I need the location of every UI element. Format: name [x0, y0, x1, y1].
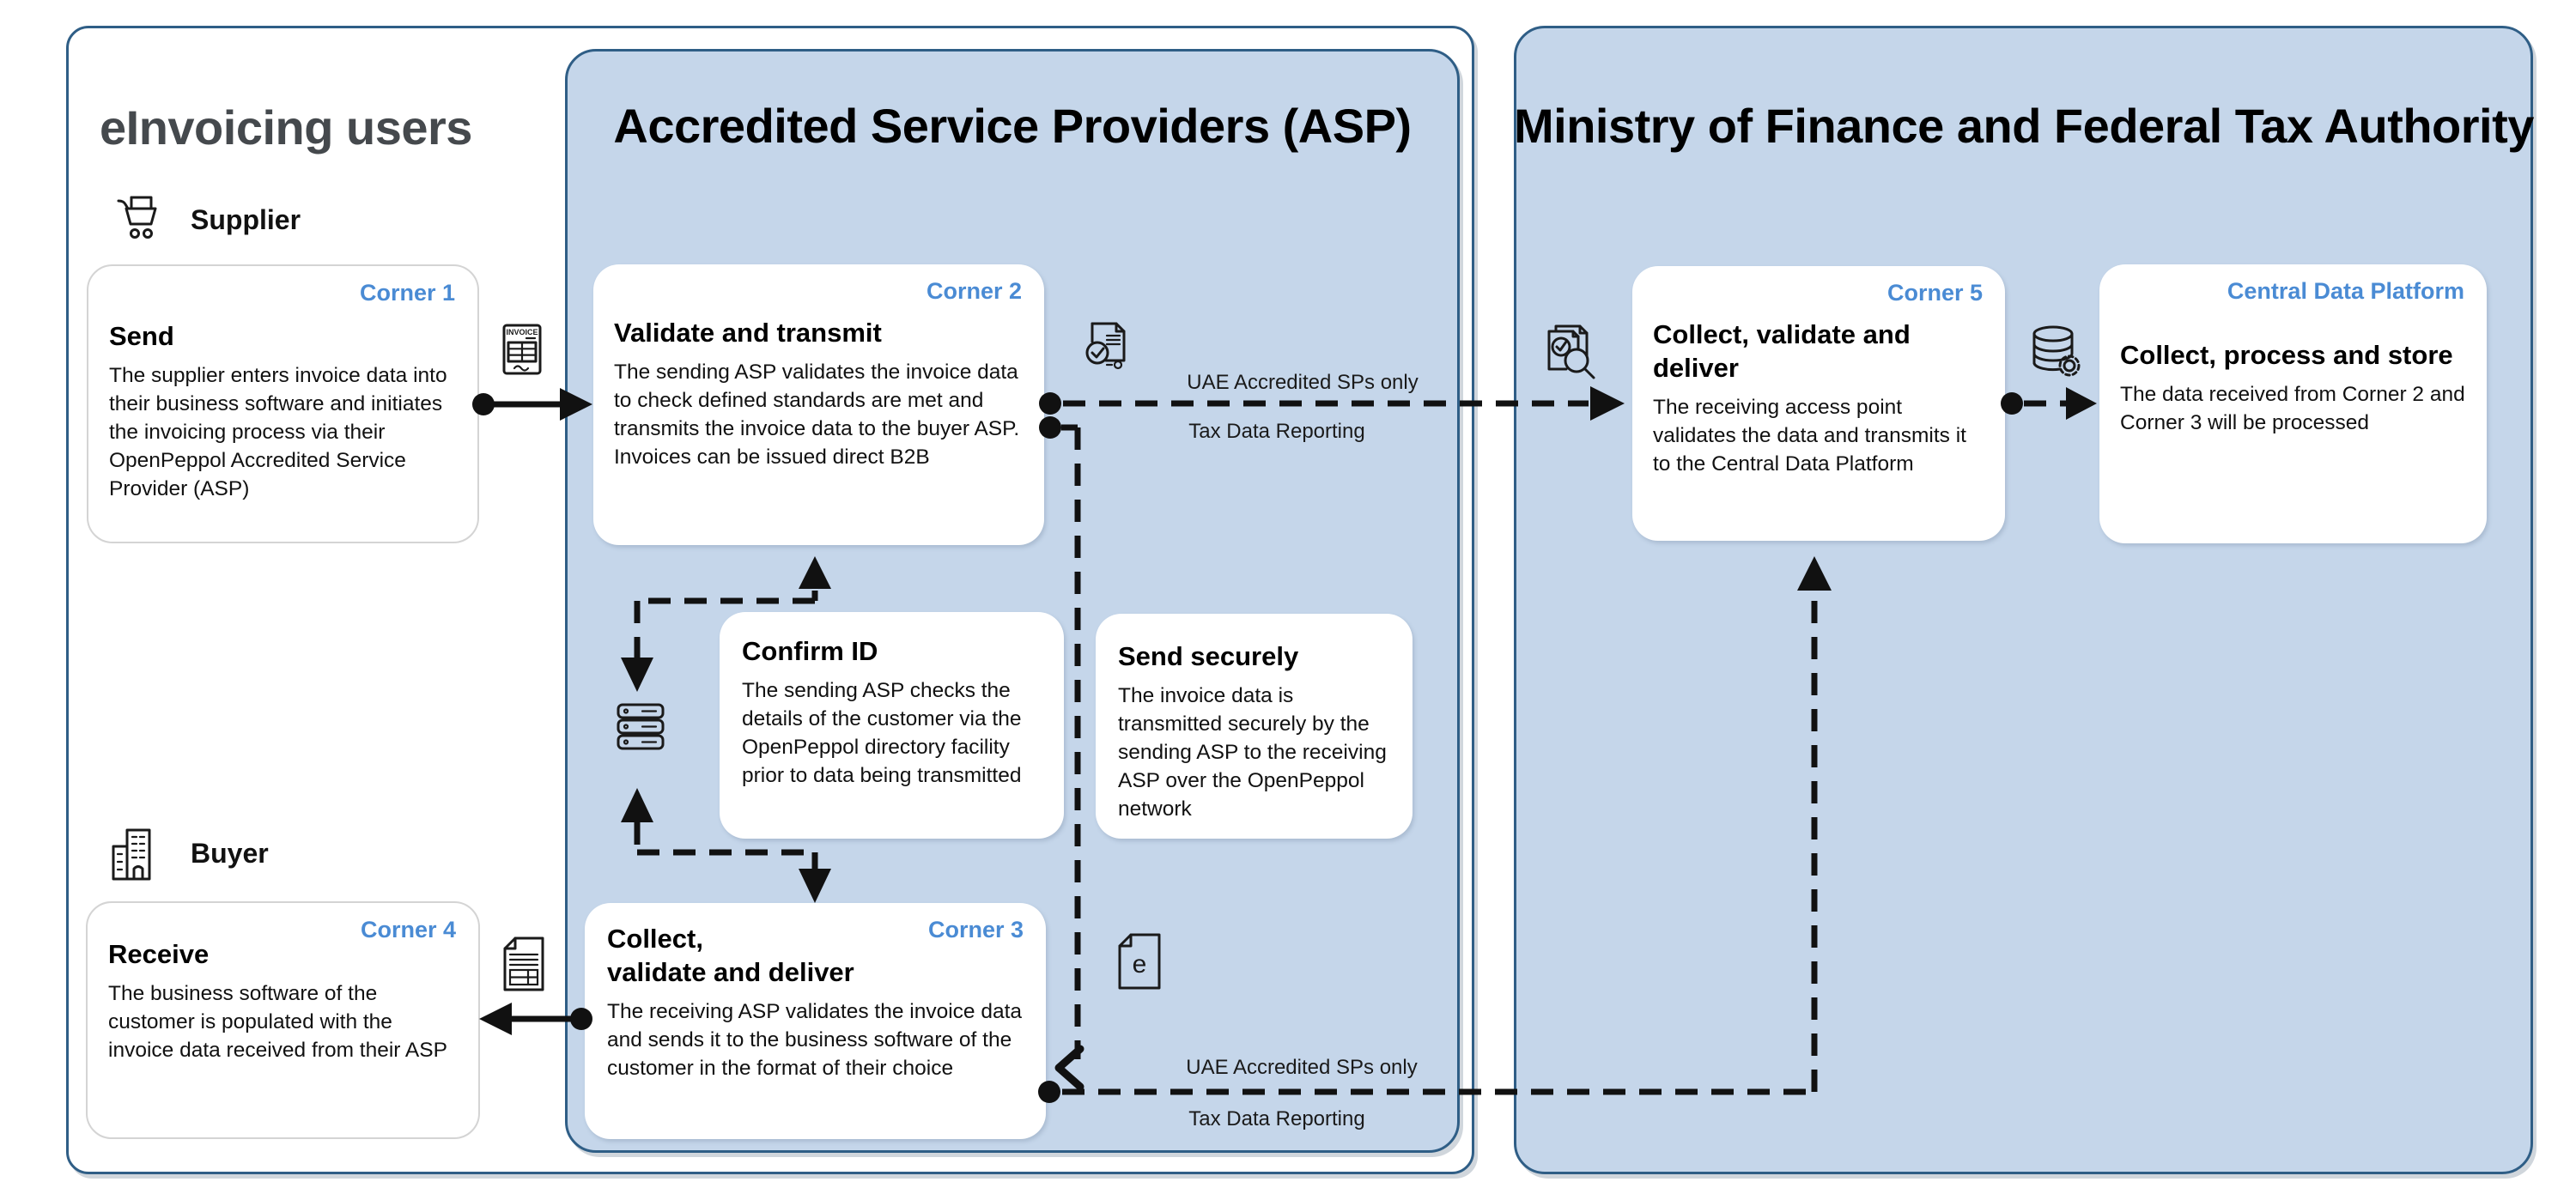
confirm-id-card: Confirm ID The sending ASP checks the de…: [720, 612, 1064, 839]
bottom-flow-label-uae: UAE Accredited SPs only: [1186, 1056, 1418, 1079]
shopping-cart-icon: [116, 192, 162, 242]
corner5-card: Corner 5 Collect, validate and deliver T…: [1632, 266, 2005, 541]
top-flow-label-uae: UAE Accredited SPs only: [1187, 371, 1419, 394]
received-invoice-icon: [501, 936, 547, 992]
mof-panel: [1514, 26, 2533, 1174]
top-flow-label-tax: Tax Data Reporting: [1188, 420, 1365, 443]
corner1-title: Send: [109, 321, 174, 351]
corner5-title: Collect, validate and deliver: [1653, 319, 1911, 383]
corner3-title: Collect, validate and deliver: [607, 922, 1025, 989]
corner3-card: Corner 3 Collect, validate and deliver T…: [585, 903, 1046, 1139]
corner4-title: Receive: [108, 939, 210, 969]
corner2-badge: Corner 2: [926, 278, 1022, 304]
corner1-body: The supplier enters invoice data into th…: [109, 364, 447, 500]
buildings-icon: [110, 826, 161, 882]
e-doc-icon-text: e: [1133, 950, 1147, 979]
corner3-title-line2: validate and deliver: [607, 957, 854, 987]
audit-magnifier-icon: [1542, 323, 1599, 383]
mof-panel-title: Ministry of Finance and Federal Tax Auth…: [1514, 99, 2534, 153]
corner2-body: The sending ASP validates the invoice da…: [614, 361, 1020, 469]
invoice-document-icon: INVOICE: [502, 324, 542, 375]
users-panel-title: eInvoicing users: [100, 100, 472, 155]
asp-panel-title: Accredited Service Providers (ASP): [613, 99, 1412, 153]
corner1-card: Corner 1 Send The supplier enters invoic…: [87, 264, 479, 543]
corner5-badge: Corner 5: [1886, 280, 1983, 306]
corner3-title-line1: Collect,: [607, 924, 703, 954]
database-gear-icon: [2030, 324, 2081, 379]
corner5-body: The receiving access point validates the…: [1653, 396, 1966, 476]
corner3-body: The receiving ASP validates the invoice …: [607, 1000, 1023, 1080]
send-securely-body: The invoice data is transmitted securely…: [1118, 684, 1387, 821]
send-securely-card: Send securely The invoice data is transm…: [1096, 614, 1413, 839]
supplier-label: Supplier: [191, 204, 301, 235]
confirm-id-body: The sending ASP checks the details of th…: [742, 679, 1022, 787]
corner4-card: Corner 4 Receive The business software o…: [86, 901, 480, 1139]
confirm-id-title: Confirm ID: [742, 636, 878, 666]
buyer-label: Buyer: [191, 838, 269, 869]
einvoice-file-icon: e: [1115, 932, 1164, 991]
directory-server-icon: [616, 702, 665, 752]
corner2-title: Validate and transmit: [614, 318, 882, 348]
corner2-card: Corner 2 Validate and transmit The sendi…: [593, 264, 1044, 545]
send-securely-title: Send securely: [1118, 641, 1299, 671]
corner3-badge: Corner 3: [927, 917, 1024, 942]
central-data-platform-card: Central Data Platform Collect, process a…: [2099, 264, 2487, 543]
corner4-body: The business software of the customer is…: [108, 982, 447, 1062]
cdp-body: The data received from Corner 2 and Corn…: [2120, 383, 2465, 434]
corner4-badge: Corner 4: [360, 917, 456, 942]
bottom-flow-label-tax: Tax Data Reporting: [1188, 1107, 1365, 1130]
cdp-badge: Central Data Platform: [2227, 278, 2464, 304]
corner1-badge: Corner 1: [359, 280, 455, 306]
invoice-icon-text: INVOICE: [506, 328, 538, 336]
validated-document-icon: [1084, 320, 1132, 372]
cdp-title: Collect, process and store: [2120, 340, 2453, 370]
